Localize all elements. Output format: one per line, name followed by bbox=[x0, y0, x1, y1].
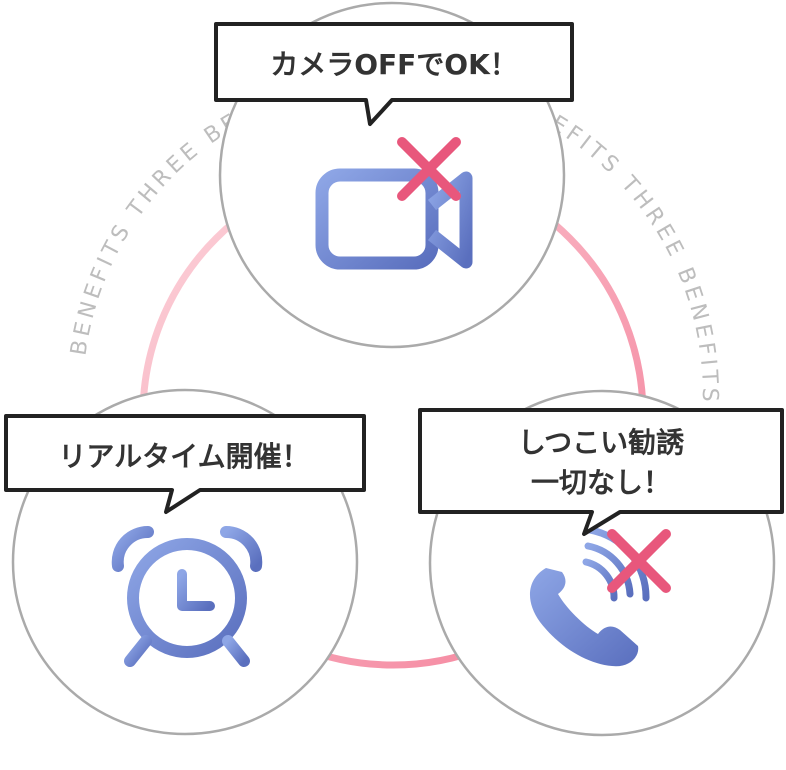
cross-icon bbox=[607, 529, 671, 593]
alarm-clock-icon bbox=[111, 525, 263, 667]
benefit-clock: リアルタイム開催！ bbox=[4, 388, 366, 736]
benefit-title: カメラOFFでOK！ bbox=[270, 48, 518, 81]
benefit-phone: しつこい勧誘 一切なし！ bbox=[418, 389, 784, 737]
benefit-title-line1: しつこい勧誘 bbox=[518, 426, 685, 459]
benefit-title: リアルタイム開催！ bbox=[58, 440, 309, 473]
cross-icon bbox=[397, 137, 461, 201]
benefit-title-line2: 一切なし！ bbox=[531, 466, 671, 499]
speech-bubble: しつこい勧誘 一切なし！ bbox=[418, 408, 784, 536]
speech-bubble: カメラOFFでOK！ bbox=[214, 22, 574, 126]
speech-bubble: リアルタイム開催！ bbox=[4, 414, 366, 514]
benefit-camera: カメラOFFでOK！ bbox=[214, 1, 574, 349]
